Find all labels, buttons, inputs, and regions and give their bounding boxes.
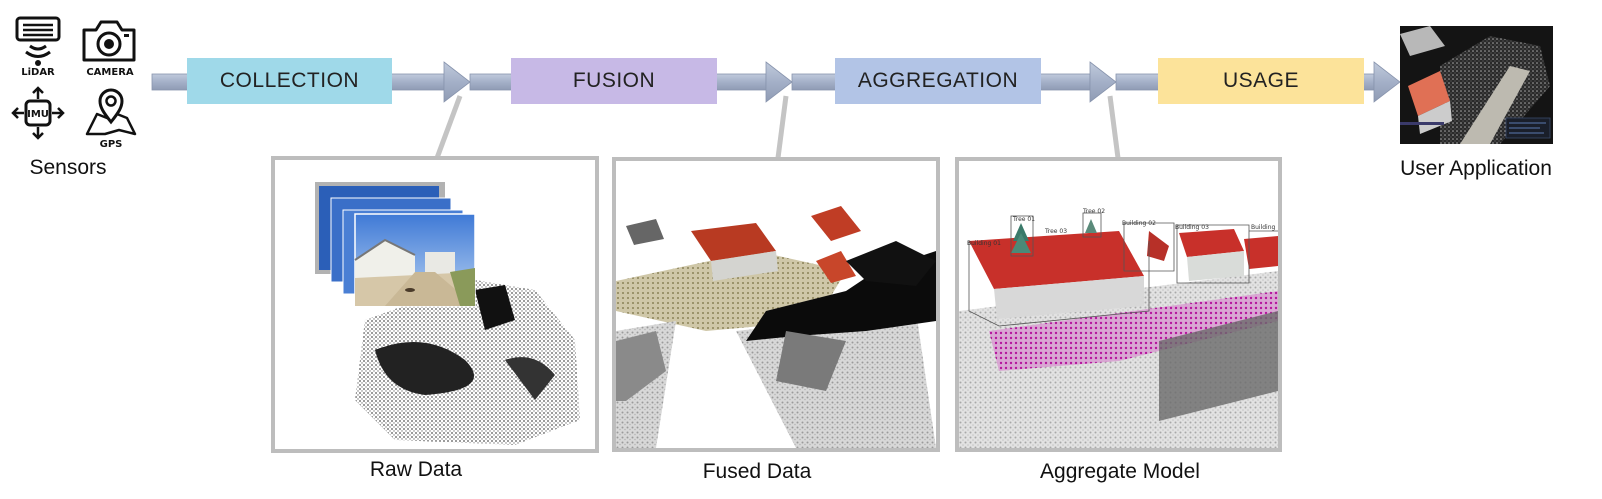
raw-data-caption: Raw Data xyxy=(369,458,463,481)
gps-label: GPS xyxy=(99,139,123,150)
stage-fusion-label: FUSION xyxy=(572,69,656,92)
aggregate-model-caption: Aggregate Model xyxy=(1040,460,1200,483)
gps-icon xyxy=(85,88,137,136)
arrow-head-2 xyxy=(765,61,793,103)
stage-connectors xyxy=(434,95,1121,159)
fused-data-caption: Fused Data xyxy=(702,460,812,483)
photo-front xyxy=(354,213,476,307)
imu-icon: IMU xyxy=(11,86,65,140)
stage-fusion: FUSION xyxy=(511,58,717,104)
arrow-head-1 xyxy=(443,61,471,103)
arrow-head-4 xyxy=(1373,61,1401,103)
connector-aggregate xyxy=(1107,95,1121,159)
user-application-screenshot xyxy=(1400,26,1553,144)
connector-fused xyxy=(775,95,789,159)
stage-collection-label: COLLECTION xyxy=(219,69,360,92)
raw-data-illustration xyxy=(315,182,580,445)
label-tree-03: Tree 03 xyxy=(1044,228,1067,235)
aggregate-model-illustration: Tree 01 Tree 02 Tree 03 Building 01 Buil… xyxy=(959,161,1278,448)
camera-label: CAMERA xyxy=(86,67,134,78)
fused-data-illustration xyxy=(616,201,936,448)
arrow-head-3 xyxy=(1089,61,1117,103)
label-building-03: Building 03 xyxy=(1175,224,1209,231)
imu-text: IMU xyxy=(27,109,49,120)
bounding-boxes xyxy=(968,212,1278,327)
label-building-01: Building 01 xyxy=(967,240,1001,247)
label-tree-01: Tree 01 xyxy=(1012,216,1035,223)
user-application-caption: User Application xyxy=(1400,157,1552,180)
stage-aggregation-label: AGGREGATION xyxy=(857,69,1019,92)
aggregate-model-panel: Tree 01 Tree 02 Tree 03 Building 01 Buil… xyxy=(955,157,1282,452)
sensors-caption: Sensors xyxy=(29,156,107,179)
stage-usage-label: USAGE xyxy=(1222,69,1300,92)
label-building-02: Building 02 xyxy=(1122,220,1156,227)
stage-aggregation: AGGREGATION xyxy=(835,58,1041,104)
lidar-icon xyxy=(15,16,61,66)
connector-raw xyxy=(434,95,463,159)
label-building: Building xyxy=(1251,224,1276,231)
stage-collection: COLLECTION xyxy=(187,58,392,104)
stage-usage: USAGE xyxy=(1158,58,1364,104)
lidar-label: LiDAR xyxy=(21,67,55,78)
label-tree-02: Tree 02 xyxy=(1082,208,1105,215)
fused-data-panel xyxy=(612,157,940,452)
raw-data-panel xyxy=(271,156,599,453)
camera-icon xyxy=(82,20,136,62)
